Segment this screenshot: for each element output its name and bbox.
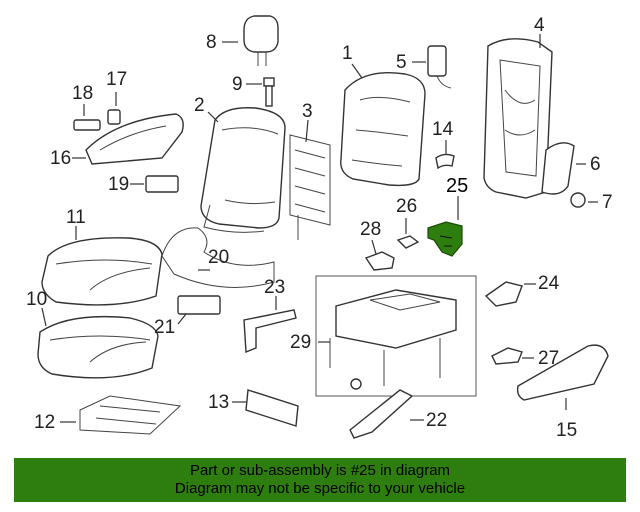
part-seatback-pad [340,72,426,187]
callout-28: 28 [360,219,382,240]
info-banner: Part or sub-assembly is #25 in diagram D… [14,458,626,502]
part-seatback-cover [200,107,286,233]
callout-13: 13 [208,392,230,413]
part-module-19 [145,175,179,193]
part-bracket-23 [243,309,297,354]
callout-25-highlighted: 25 [446,175,469,197]
callout-12: 12 [34,412,56,433]
part-bracket-22 [349,389,414,439]
callout-7: 7 [602,192,613,213]
part-headrest-guide [263,77,275,107]
banner-line-2: Diagram may not be specific to your vehi… [174,480,466,497]
callout-16: 16 [50,148,72,169]
part-bracket-27 [491,347,523,365]
callout-21: 21 [154,317,176,338]
part-switch-17 [107,109,121,125]
callout-15: 15 [556,420,578,441]
part-bracket-14 [435,153,455,170]
part-airbag-sensor [427,45,452,89]
callout-19: 19 [108,174,130,195]
part-headrest [243,15,279,66]
callout-4: 4 [534,15,545,36]
callout-5: 5 [396,52,407,73]
part-spring-mat [289,134,331,240]
part-side-cover [541,142,575,195]
part-side-shield [85,113,184,165]
part-cushion-pad [41,237,163,306]
part-cover-26 [396,235,420,249]
part-module-21 [177,295,221,315]
callout-20: 20 [208,247,230,268]
part-bracket-24 [484,281,523,307]
part-cushion-cover [37,315,159,379]
part-25-bracket-highlighted [427,221,463,257]
part-switch-18 [73,119,101,131]
callout-14: 14 [432,119,454,140]
banner-line-1: Part or sub-assembly is #25 in diagram [189,462,451,479]
part-side-trim [516,344,609,401]
part-bracket-28 [364,251,395,271]
part-knob [570,192,586,208]
callout-1: 1 [342,43,353,64]
part-seat-track-box [315,275,477,397]
callout-22: 22 [426,410,448,431]
callout-29: 29 [290,332,312,353]
callout-23: 23 [264,277,286,298]
part-heater-mat [79,395,182,435]
callout-2: 2 [194,95,205,116]
callout-6: 6 [590,154,601,175]
callout-8: 8 [206,32,217,53]
part-seatback-frame [483,38,553,199]
callout-26: 26 [396,196,418,217]
callout-18: 18 [72,83,94,104]
part-cover-13 [245,389,299,427]
callout-10: 10 [26,289,48,310]
callout-24: 24 [538,273,560,294]
callout-3: 3 [302,101,313,122]
callout-11: 11 [66,207,86,228]
callout-27: 27 [538,348,560,369]
part-wire-harness [161,227,275,288]
callout-17: 17 [106,69,128,90]
callout-9: 9 [232,74,243,95]
parts-diagram [37,15,609,439]
